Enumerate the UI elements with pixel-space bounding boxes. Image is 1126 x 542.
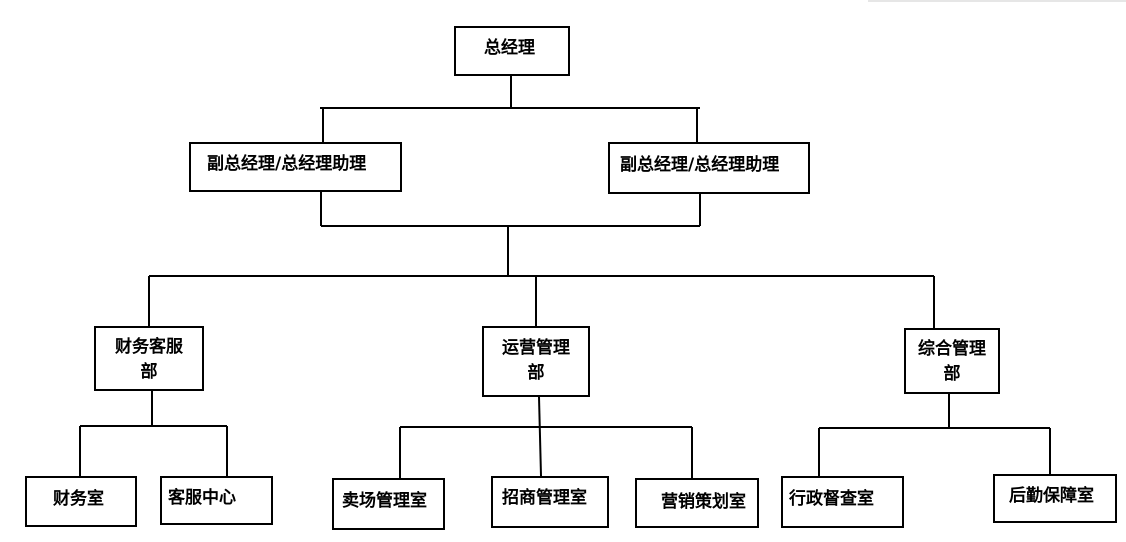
dept-box-general-management: 综合管理 部 — [904, 328, 1000, 394]
dept-label-line2: 部 — [943, 364, 961, 384]
deputy-box-left: 副总经理/总经理助理 — [189, 142, 402, 192]
deputy-label-right: 副总经理/总经理助理 — [620, 155, 780, 175]
deputy-label-left: 副总经理/总经理助理 — [207, 154, 367, 174]
office-label: 招商管理室 — [502, 488, 587, 508]
general-manager-label: 总经理 — [484, 38, 535, 58]
office-label: 后勤保障室 — [1009, 486, 1094, 506]
office-box-finance: 财务室 — [25, 476, 137, 527]
office-label: 卖场管理室 — [342, 491, 427, 511]
dept-label-line2: 部 — [140, 362, 158, 382]
office-box-administrative-inspection: 行政督查室 — [781, 476, 904, 528]
office-box-store-management: 卖场管理室 — [332, 478, 445, 530]
dept-label-line1: 综合管理 — [918, 339, 986, 359]
top-edge-rule — [868, 0, 1126, 2]
dept-box-finance-service: 财务客服 部 — [94, 326, 204, 391]
dept-label-line1: 运营管理 — [502, 338, 570, 358]
office-label: 营销策划室 — [661, 492, 746, 512]
dept-box-operations: 运营管理 部 — [482, 326, 590, 397]
general-manager-box: 总经理 — [454, 26, 570, 76]
dept-label-line1: 财务客服 — [115, 337, 183, 357]
office-box-customer-service: 客服中心 — [160, 476, 273, 525]
office-box-logistics-support: 后勤保障室 — [993, 474, 1117, 523]
dept-label-line2: 部 — [527, 363, 545, 383]
office-box-marketing-planning: 营销策划室 — [635, 478, 759, 528]
deputy-box-right: 副总经理/总经理助理 — [608, 142, 810, 194]
office-box-merchant-management: 招商管理室 — [491, 476, 609, 528]
office-label: 客服中心 — [168, 488, 236, 508]
office-label: 财务室 — [53, 489, 104, 509]
office-label: 行政督查室 — [789, 489, 874, 509]
